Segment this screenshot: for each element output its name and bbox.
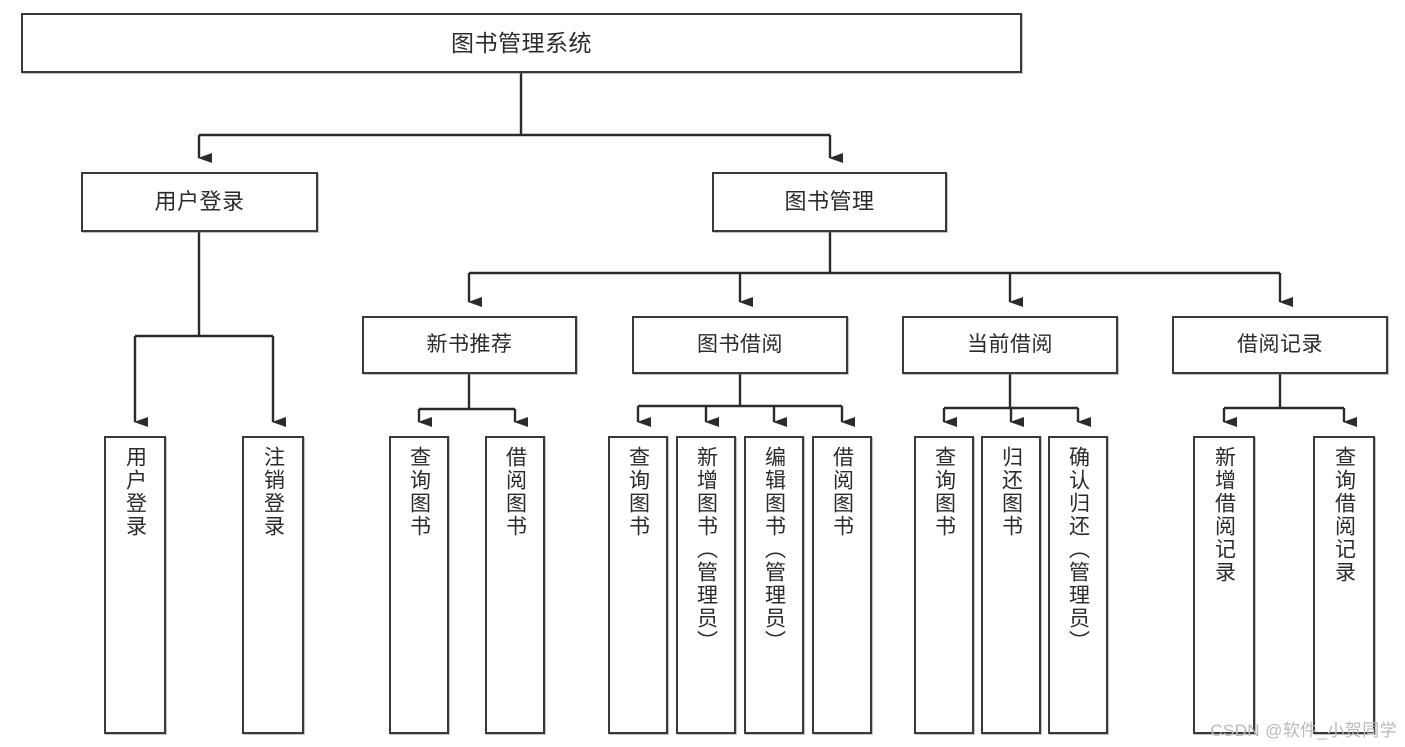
leaf-user-login[interactable]: 用户登录 [104, 436, 166, 734]
leaf-add-borrow-record[interactable]: 新增借阅记录 [1193, 436, 1255, 734]
node-label: 借阅记录 [1237, 332, 1323, 356]
leaf-logout[interactable]: 注销登录 [242, 436, 304, 734]
leaf-confirm-return-admin[interactable]: 确认归还（管理员） [1048, 436, 1108, 734]
node-label: 查询图书 [932, 446, 956, 538]
node-book-management-system[interactable]: 图书管理系统 [21, 13, 1022, 73]
node-label: 编辑图书（管理员） [762, 446, 786, 653]
node-user-login[interactable]: 用户登录 [81, 172, 318, 232]
node-label: 查询图书 [626, 446, 650, 538]
node-current-borrow[interactable]: 当前借阅 [902, 316, 1118, 374]
leaf-query-book-current[interactable]: 查询图书 [914, 436, 974, 734]
node-label: 新书推荐 [426, 332, 513, 356]
node-label: 图书管理系统 [451, 29, 592, 56]
node-label: 归还图书 [999, 446, 1023, 538]
csdn-watermark: CSDN @软件_小贺同学 [1210, 721, 1397, 740]
leaf-edit-book-admin[interactable]: 编辑图书（管理员） [744, 436, 804, 734]
leaf-query-borrow-record[interactable]: 查询借阅记录 [1313, 436, 1375, 734]
node-label: 图书借阅 [697, 332, 783, 356]
node-label: 图书管理 [784, 189, 875, 215]
leaf-add-book-admin[interactable]: 新增图书（管理员） [676, 436, 736, 734]
node-book-borrow[interactable]: 图书借阅 [632, 316, 848, 374]
node-label: 新增借阅记录 [1212, 446, 1236, 584]
leaf-borrow-book-recommend[interactable]: 借阅图书 [485, 436, 545, 734]
node-label: 借阅图书 [830, 446, 854, 538]
node-label: 查询借阅记录 [1332, 446, 1356, 584]
node-label: 借阅图书 [503, 446, 527, 538]
node-label: 新增图书（管理员） [694, 446, 718, 653]
node-new-book-recommend[interactable]: 新书推荐 [362, 316, 577, 374]
leaf-query-book-recommend[interactable]: 查询图书 [389, 436, 449, 734]
node-borrow-record[interactable]: 借阅记录 [1172, 316, 1388, 374]
leaf-query-book-borrow[interactable]: 查询图书 [608, 436, 668, 734]
node-label: 注销登录 [261, 446, 285, 538]
node-label: 用户登录 [123, 446, 147, 538]
leaf-return-book[interactable]: 归还图书 [981, 436, 1041, 734]
node-label: 当前借阅 [967, 332, 1053, 356]
node-label: 查询图书 [407, 446, 431, 538]
node-label: 用户登录 [154, 189, 245, 215]
node-book-management[interactable]: 图书管理 [712, 172, 947, 232]
leaf-borrow-book[interactable]: 借阅图书 [812, 436, 872, 734]
node-label: 确认归还（管理员） [1066, 446, 1090, 653]
